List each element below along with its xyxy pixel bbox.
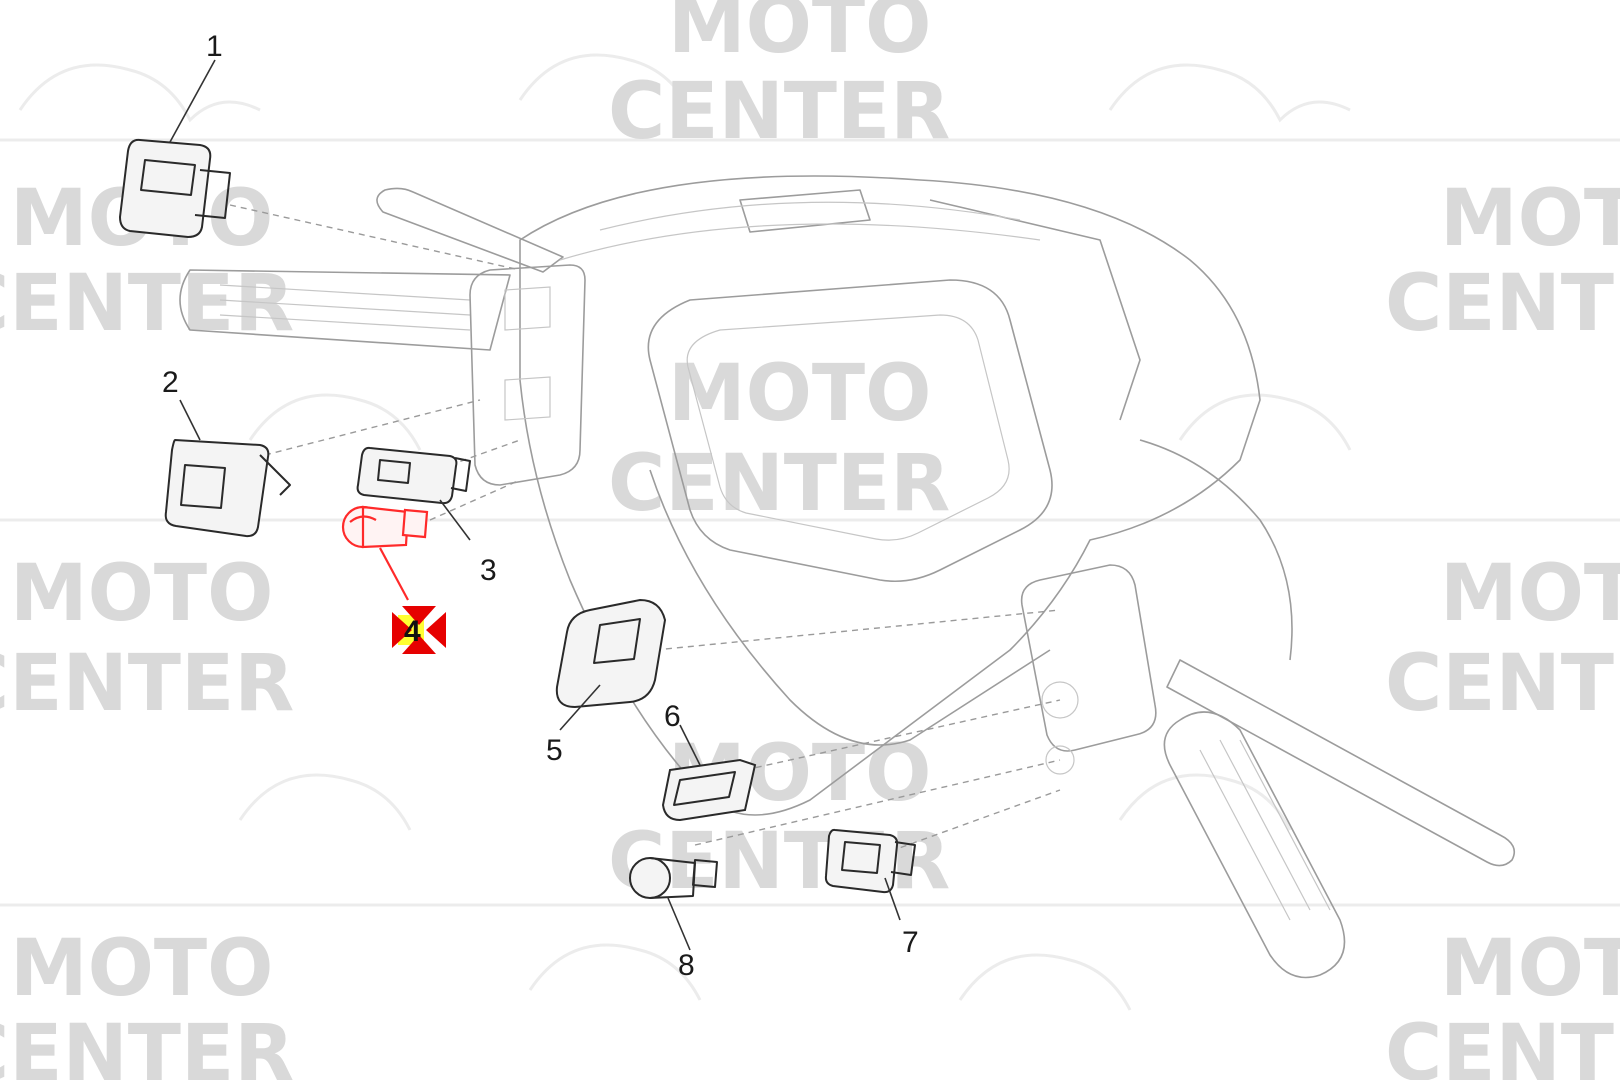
- instrument-display-frame: [647, 279, 1053, 583]
- callout-5[interactable]: 5: [546, 734, 563, 767]
- svg-text:MOTO: MOTO: [10, 924, 273, 1014]
- callout-3[interactable]: 3: [480, 554, 497, 587]
- marker-arrow-bottom-icon: [402, 635, 436, 654]
- callout-labels: 1 2 3 4 5 6 7 8: [162, 30, 919, 982]
- watermark-scooter-icon: [0, 53, 1620, 1011]
- part-7-switch[interactable]: [824, 828, 916, 894]
- callout-6[interactable]: 6: [664, 700, 681, 733]
- marker-arrow-right-icon: [426, 612, 446, 648]
- callout-1[interactable]: 1: [206, 30, 223, 63]
- selection-marker[interactable]: [392, 606, 446, 654]
- svg-text:MOTO: MOTO: [668, 0, 931, 71]
- left-brake-lever: [376, 187, 564, 273]
- handlebar-cover: [519, 175, 1261, 816]
- svg-text:CENTER: CENTER: [1385, 259, 1620, 349]
- svg-text:CENTER: CENTER: [0, 639, 294, 729]
- leader-lines: [169, 59, 901, 951]
- right-grip: [1163, 711, 1346, 979]
- svg-text:MOTO: MOTO: [1440, 549, 1620, 639]
- callout-7[interactable]: 7: [902, 926, 919, 959]
- handlebar-assembly: [179, 175, 1516, 979]
- svg-text:CENTER: CENTER: [1385, 639, 1620, 729]
- part-6-cover[interactable]: [661, 758, 757, 822]
- left-switch-housing: [469, 264, 586, 486]
- svg-text:MOTO: MOTO: [10, 549, 273, 639]
- right-switch-housing: [1020, 564, 1157, 752]
- callout-2[interactable]: 2: [162, 366, 179, 399]
- left-grip: [179, 269, 511, 351]
- right-brake-lever: [1166, 659, 1516, 867]
- part-5-cover[interactable]: [555, 598, 667, 709]
- svg-text:CENTER: CENTER: [608, 439, 950, 529]
- svg-text:CENTER: CENTER: [0, 259, 294, 349]
- svg-text:MOTO: MOTO: [668, 349, 931, 439]
- callout-4-selected[interactable]: 4: [404, 615, 421, 648]
- svg-text:CENTER: CENTER: [0, 1009, 294, 1080]
- marker-arrow-left-icon: [392, 612, 412, 648]
- svg-text:CENTER: CENTER: [1385, 1009, 1620, 1080]
- part-8-switch[interactable]: [629, 857, 718, 899]
- svg-text:MOTO: MOTO: [1440, 924, 1620, 1014]
- assembly-lines: [229, 204, 1061, 856]
- marker-arrow-top-icon: [402, 606, 436, 625]
- part-4-switch-selected[interactable]: [341, 505, 429, 549]
- part-1-switch[interactable]: [118, 138, 231, 239]
- svg-text:MOTO: MOTO: [1440, 174, 1620, 264]
- part-3-switch[interactable]: [356, 446, 471, 505]
- svg-text:CENTER: CENTER: [608, 67, 950, 157]
- callout-8[interactable]: 8: [678, 949, 695, 982]
- part-2-switch[interactable]: [164, 438, 291, 538]
